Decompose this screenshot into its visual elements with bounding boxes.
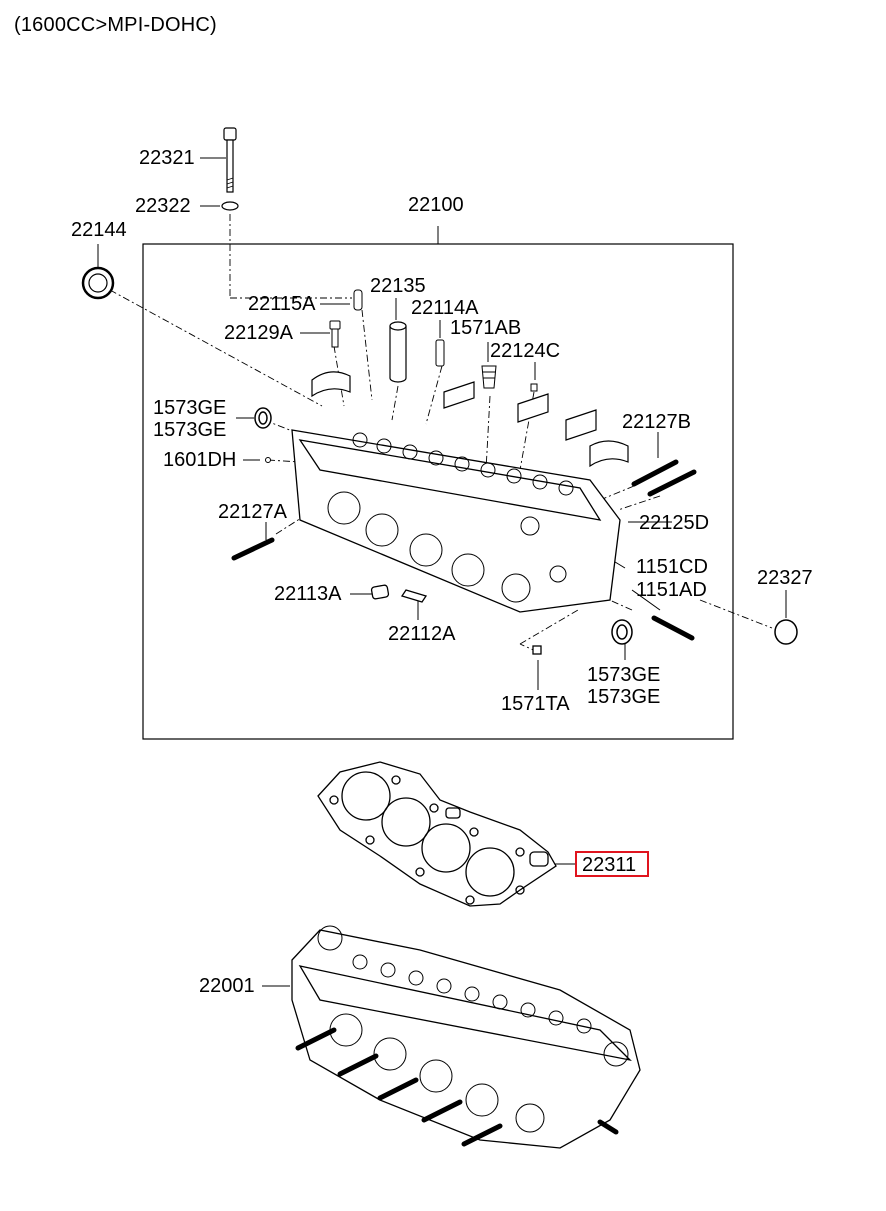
part-label-22129A[interactable]: 22129A (224, 322, 293, 344)
part-label-1151CD[interactable]: 1151CD (636, 556, 708, 578)
part-label-1573GE-line2: 1573GE (153, 419, 227, 441)
stud-bolts-part (231, 459, 697, 641)
highlighted-part-label-22311[interactable]: 22311 (575, 851, 649, 877)
oil-seal-part (81, 266, 115, 300)
part-label-22322[interactable]: 22322 (135, 195, 191, 217)
cylinder-head-assembly (291, 925, 641, 1149)
part-label-1573GE-top[interactable]: 1573GE 1573GE (153, 397, 226, 441)
seal-ring-part (254, 407, 633, 645)
part-label-1573GE-bottom[interactable]: 1573GE 1573GE (587, 664, 660, 708)
part-label-22124C[interactable]: 22124C (490, 340, 561, 362)
cylinder-head-exploded (291, 429, 621, 613)
lifter-part (389, 321, 407, 383)
plug-parts (370, 584, 798, 655)
part-label-1151AD[interactable]: 1151AD (636, 579, 707, 601)
part-label-22135[interactable]: 22135 (370, 275, 426, 297)
dowel-pin-part (353, 289, 363, 311)
part-label-22001[interactable]: 22001 (199, 975, 255, 997)
bolt-small-part (329, 320, 341, 348)
small-plug-part (530, 383, 538, 392)
part-label-22125D[interactable]: 22125D (639, 512, 710, 534)
part-label-22144[interactable]: 22144 (71, 219, 127, 241)
part-label-22127B[interactable]: 22127B (622, 411, 691, 433)
head-bolt-part (223, 127, 237, 193)
valve-guide-part (435, 339, 445, 367)
head-gasket-part (317, 761, 557, 907)
part-label-22114A[interactable]: 22114A (411, 297, 479, 319)
part-label-1573GE-line1: 1573GE (587, 664, 661, 686)
part-label-22115A[interactable]: 22115A (248, 293, 316, 315)
part-label-1571AB[interactable]: 1571AB (450, 317, 522, 339)
part-label-1571TA[interactable]: 1571TA (501, 693, 570, 715)
part-label-22127A[interactable]: 22127A (218, 501, 287, 523)
part-label-22327[interactable]: 22327 (757, 567, 813, 589)
leader-lines (97, 157, 787, 987)
part-label-22113A[interactable]: 22113A (274, 583, 342, 605)
part-label-1573GE-line1: 1573GE (153, 397, 227, 419)
part-label-22112A[interactable]: 22112A (388, 623, 456, 645)
head-bolt-washer-part (221, 201, 239, 211)
pin-part (265, 457, 271, 463)
part-label-1573GE-line2: 1573GE (587, 686, 661, 708)
part-label-22311: 22311 (582, 854, 637, 876)
part-label-22100[interactable]: 22100 (408, 194, 464, 216)
cam-caps-part (311, 371, 629, 468)
diagram-title: (1600CC>MPI-DOHC) (14, 14, 217, 36)
part-label-1601DH[interactable]: 1601DH (163, 449, 237, 471)
valve-stem-seal-part (481, 365, 497, 389)
part-label-22321[interactable]: 22321 (139, 147, 195, 169)
